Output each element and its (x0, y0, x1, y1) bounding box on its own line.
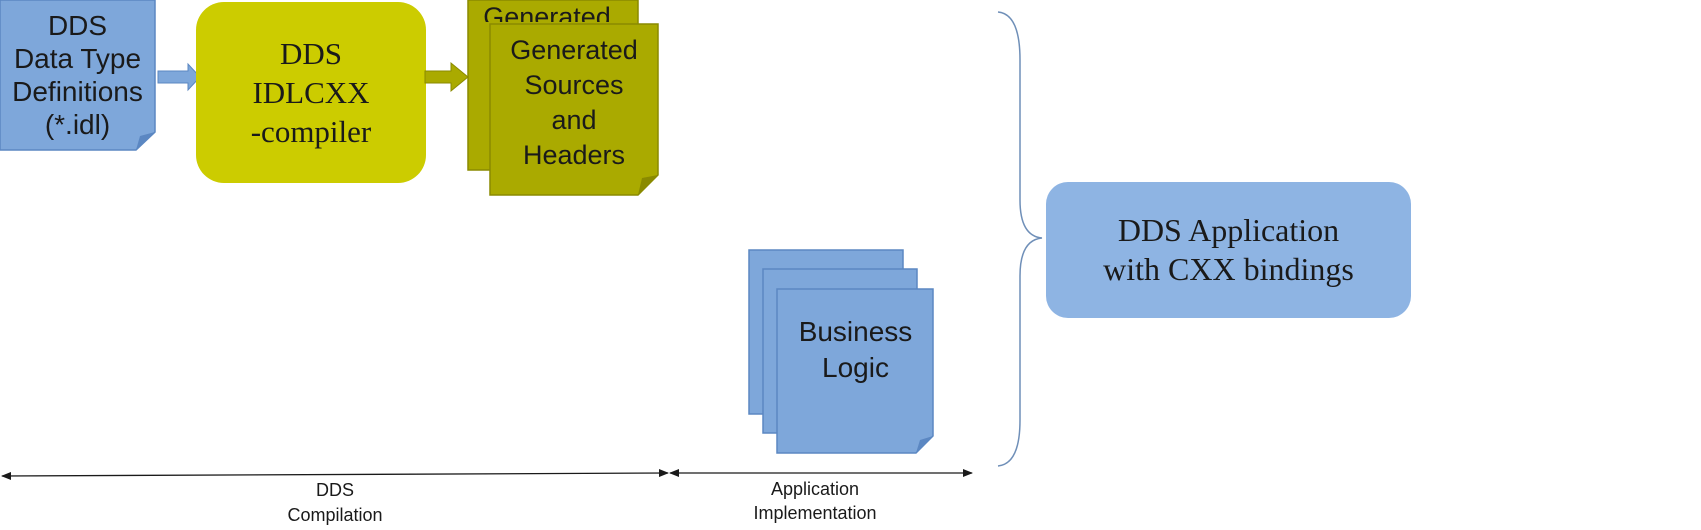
generated-line-1: Generated (510, 35, 638, 65)
compilation-timeline-arrow (1, 469, 669, 480)
idl-to-compiler-arrow (157, 62, 201, 92)
compiler-line-1: DDS (279, 35, 342, 71)
phase-implementation-label: Application Implementation (730, 476, 900, 526)
generated-line-4: Headers (522, 140, 626, 170)
application-label: DDS Application with CXX bindings (1046, 182, 1411, 318)
idl-line-4: (*.idl) (44, 109, 111, 140)
idl-line-1: DDS (47, 10, 108, 41)
business-logic-note-fold (916, 436, 933, 453)
compiler-box (196, 2, 426, 183)
phase-compilation-line-2: Compilation (287, 505, 383, 525)
phase-compilation-line-1: DDS (315, 480, 354, 500)
grouping-brace (997, 11, 1043, 467)
compiler-label: DDS IDLCXX -compiler (196, 32, 426, 152)
idl-line-2: Data Type (13, 43, 142, 74)
business-line-2: Logic (822, 352, 889, 383)
phase-implementation-line-2: Implementation (753, 503, 877, 523)
idl-line-3: Definitions (12, 76, 143, 107)
generated-front-label: Generated Sources and Headers (490, 28, 658, 178)
phase-compilation-label: DDS Compilation (250, 478, 420, 528)
compiler-to-generated-arrow (424, 61, 469, 93)
business-logic-label: Business Logic (777, 300, 934, 400)
compiler-line-3: -compiler (250, 113, 372, 149)
application-line-2: with CXX bindings (1103, 251, 1354, 287)
compiler-line-2: IDLCXX (252, 74, 370, 110)
application-line-1: DDS Application (1117, 212, 1340, 248)
business-line-1: Business (798, 316, 913, 347)
generated-back-text: Generated (483, 2, 611, 22)
phase-implementation-line-1: Application (770, 479, 860, 499)
generated-line-2: Sources (524, 70, 624, 100)
generated-note-fold (638, 175, 658, 195)
generated-line-3: and (551, 105, 597, 135)
application-box (1046, 182, 1411, 318)
idl-note-fold (136, 132, 155, 150)
generated-back-label: Generated (467, 2, 627, 22)
idl-definitions-label: DDS Data Type Definitions (*.idl) (0, 0, 155, 150)
